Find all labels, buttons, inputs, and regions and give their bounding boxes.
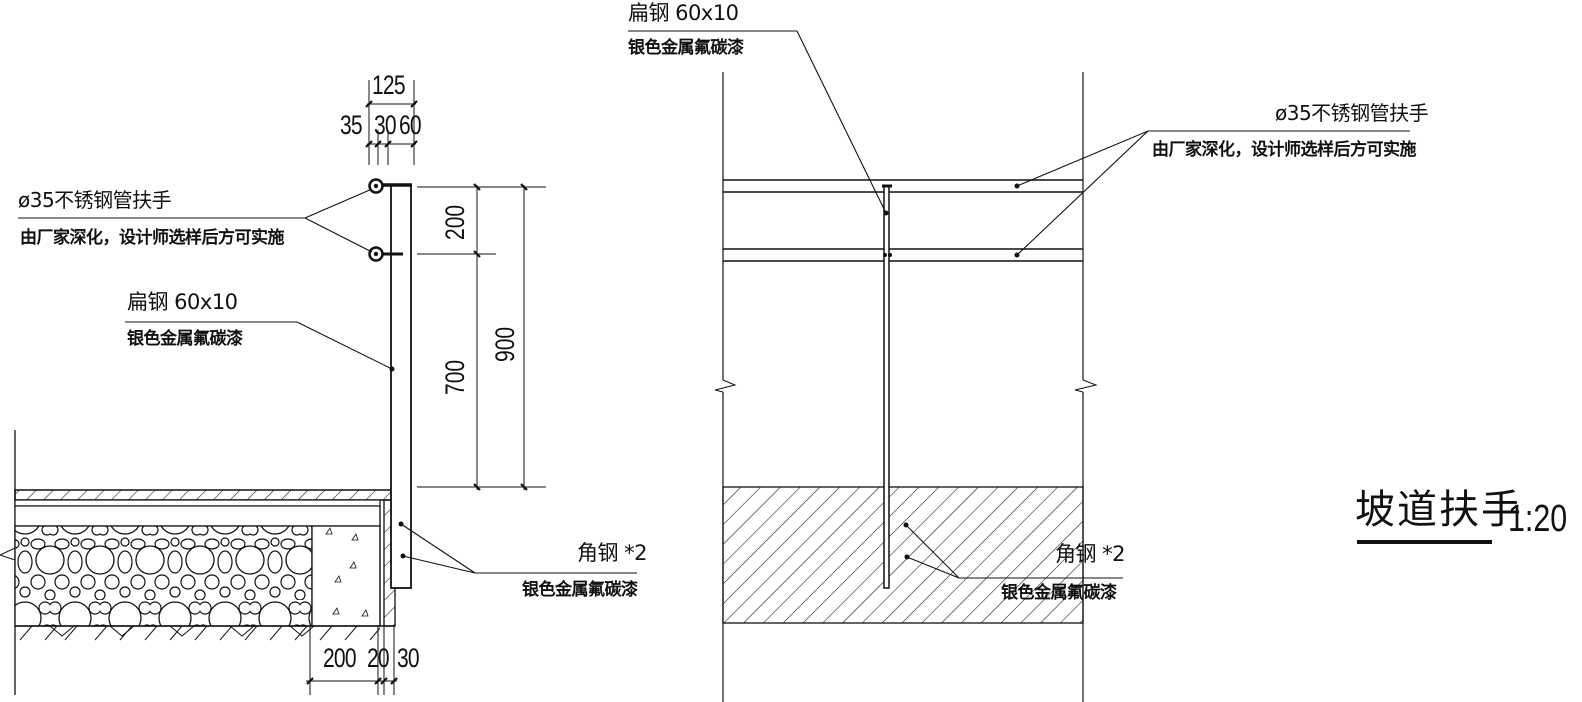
drawing-title: 坡道扶手: [1355, 487, 1523, 533]
flat-steel-label-line2: 银色金属氟碳漆: [127, 329, 243, 349]
dim-part-1: 35: [340, 110, 363, 140]
dim-total-height: 900: [490, 326, 520, 362]
handrail-label-line2: 由厂家深化，设计师选样后方可实施: [20, 228, 285, 248]
dim-bottom-1: 200: [323, 643, 357, 673]
elev-angle-steel-label-line2: 银色金属氟碳漆: [1001, 583, 1117, 603]
elev-flat-steel-label-line2: 银色金属氟碳漆: [628, 38, 744, 58]
elev-flat-steel-label-line1: 扁钢 60x10: [628, 1, 739, 25]
dim-upper-height: 200: [440, 204, 470, 240]
elev-handrail-label-line1: ø35不锈钢管扶手: [1275, 101, 1429, 125]
drawing-scale: 1:20: [1508, 498, 1568, 540]
dim-bottom-3: 30: [397, 643, 420, 673]
elevation-view: [628, 30, 1410, 702]
dim-lower-height: 700: [440, 359, 470, 395]
flat-steel-label-line1: 扁钢 60x10: [127, 290, 238, 314]
dim-bottom-2: 20: [367, 643, 390, 673]
section-view: [0, 80, 637, 695]
handrail-label-line1: ø35不锈钢管扶手: [18, 188, 172, 212]
angle-steel-label-line1: 角钢 *2: [577, 541, 648, 565]
dim-part-2: 30: [374, 110, 397, 140]
elev-handrail-label-line2: 由厂家深化，设计师选样后方可实施: [1152, 140, 1417, 160]
dim-total-width: 125: [372, 70, 406, 100]
angle-steel-label-line2: 银色金属氟碳漆: [522, 580, 638, 600]
elev-angle-steel-label-line1: 角钢 *2: [1055, 542, 1126, 566]
dim-part-3: 60: [399, 110, 422, 140]
